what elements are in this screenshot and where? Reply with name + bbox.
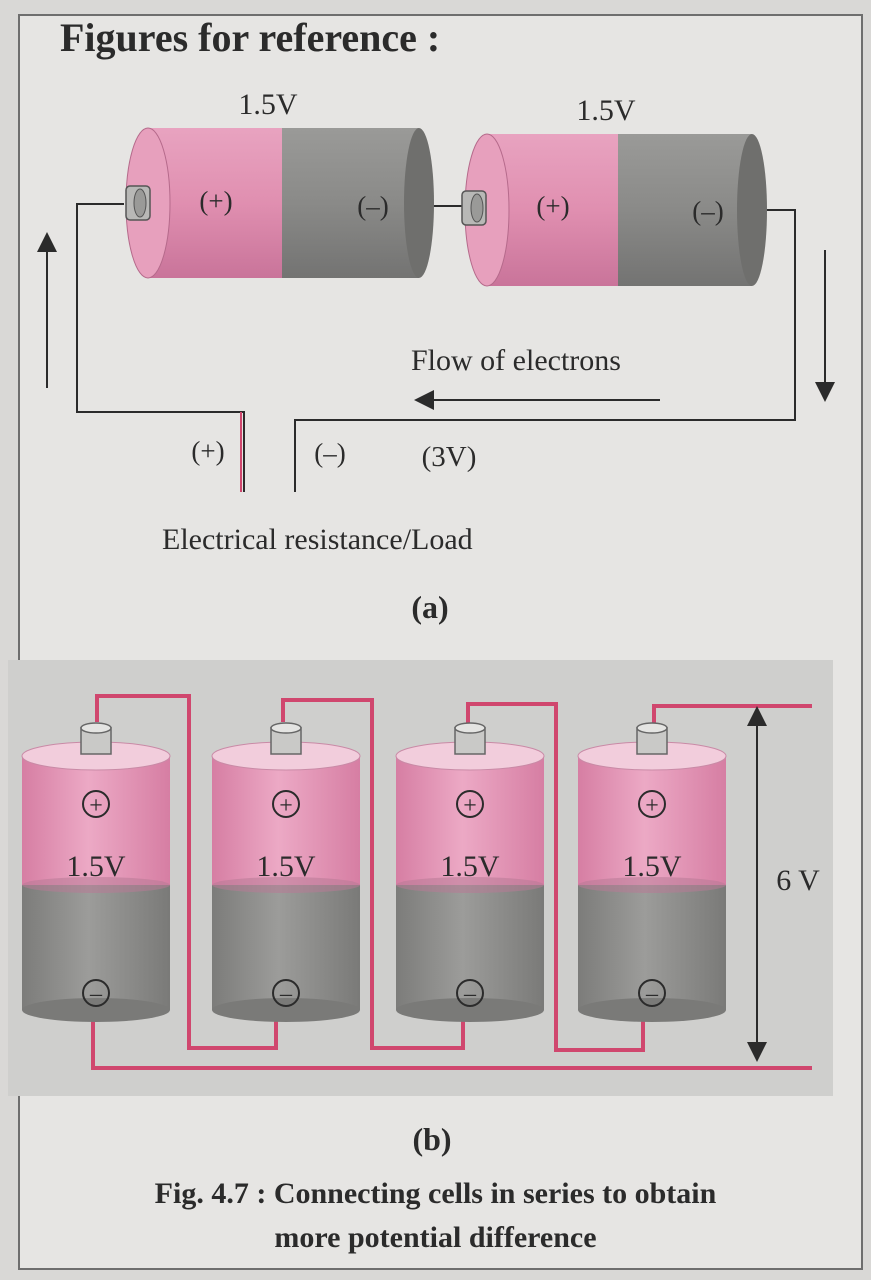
cell-positive-half <box>578 756 726 885</box>
cell-positive-half <box>22 756 170 885</box>
cell-a-1-positive-label: (+) <box>199 186 232 216</box>
minus-symbol-icon <box>272 979 300 1007</box>
cell-voltage-label: 1.5V <box>66 850 126 883</box>
caption-line-2: more potential difference <box>274 1221 597 1254</box>
cell-a-1-negative-label: (–) <box>357 191 388 221</box>
circuit-wire-right <box>294 209 796 492</box>
cell-a-2-negative-label: (–) <box>692 196 723 226</box>
minus-symbol-icon <box>82 979 110 1007</box>
figure-a: 1.5V 1.5V (+) (–) (+) (–) Flow of electr… <box>37 88 835 625</box>
figure-caption: Fig. 4.7 : Connecting cells in series to… <box>0 1172 871 1260</box>
panel-label-a: (a) <box>411 589 448 625</box>
circuit-wire-left <box>76 203 245 492</box>
cell-b-4: +1.5V – <box>577 722 727 1022</box>
cell-voltage-label: 1.5V <box>440 850 500 883</box>
load-label: Electrical resistance/Load <box>162 523 473 556</box>
cell-negative-half <box>22 885 170 1010</box>
caption-line-1: Fig. 4.7 : Connecting cells in series to… <box>154 1177 717 1210</box>
total-voltage-a: (3V) <box>422 441 477 473</box>
cell-negative-half <box>212 885 360 1010</box>
load-positive-label: (+) <box>191 436 224 466</box>
series-wires <box>91 694 812 1070</box>
cell-negative-half <box>578 885 726 1010</box>
cell-negative-sign: – <box>645 981 659 1007</box>
cell-a-2-positive-label: (+) <box>536 191 569 221</box>
cell-voltage-label: 1.5V <box>256 850 316 883</box>
cell-negative-sign: – <box>279 981 293 1007</box>
cell-positive-sign: + <box>89 793 103 819</box>
cell-positive-sign: + <box>645 793 659 819</box>
page-heading: Figures for reference : <box>60 15 441 60</box>
cell-negative-sign: – <box>89 981 103 1007</box>
minus-symbol-icon <box>456 979 484 1007</box>
cell-a-2 <box>461 133 767 287</box>
figure-b: +1.5V – +1.5V – +1.5V – +1.5V – 6 V (b) <box>21 694 820 1157</box>
plus-symbol-icon <box>82 790 110 818</box>
total-voltage-b: 6 V <box>776 864 820 897</box>
cell-b-2: +1.5V – <box>211 722 361 1022</box>
cell-negative-half <box>282 128 419 278</box>
electron-flow-label: Flow of electrons <box>411 344 621 377</box>
cell-positive-sign: + <box>463 793 477 819</box>
minus-symbol-icon <box>638 979 666 1007</box>
cell-a-1 <box>125 127 434 279</box>
cell-negative-half <box>396 885 544 1010</box>
panel-label-b: (b) <box>412 1121 451 1157</box>
cell-negative-sign: – <box>463 981 477 1007</box>
cell-a-2-voltage: 1.5V <box>576 94 636 127</box>
cell-b-3: +1.5V – <box>395 722 545 1022</box>
cell-b-1: +1.5V – <box>21 722 171 1022</box>
plus-symbol-icon <box>638 790 666 818</box>
cell-voltage-label: 1.5V <box>622 850 682 883</box>
plus-symbol-icon <box>456 790 484 818</box>
cell-positive-sign: + <box>279 793 293 819</box>
cell-positive-half <box>212 756 360 885</box>
plus-symbol-icon <box>272 790 300 818</box>
cell-positive-half <box>396 756 544 885</box>
cell-negative-half <box>618 134 752 286</box>
cell-a-1-voltage: 1.5V <box>238 88 298 121</box>
load-negative-label: (–) <box>314 438 345 468</box>
